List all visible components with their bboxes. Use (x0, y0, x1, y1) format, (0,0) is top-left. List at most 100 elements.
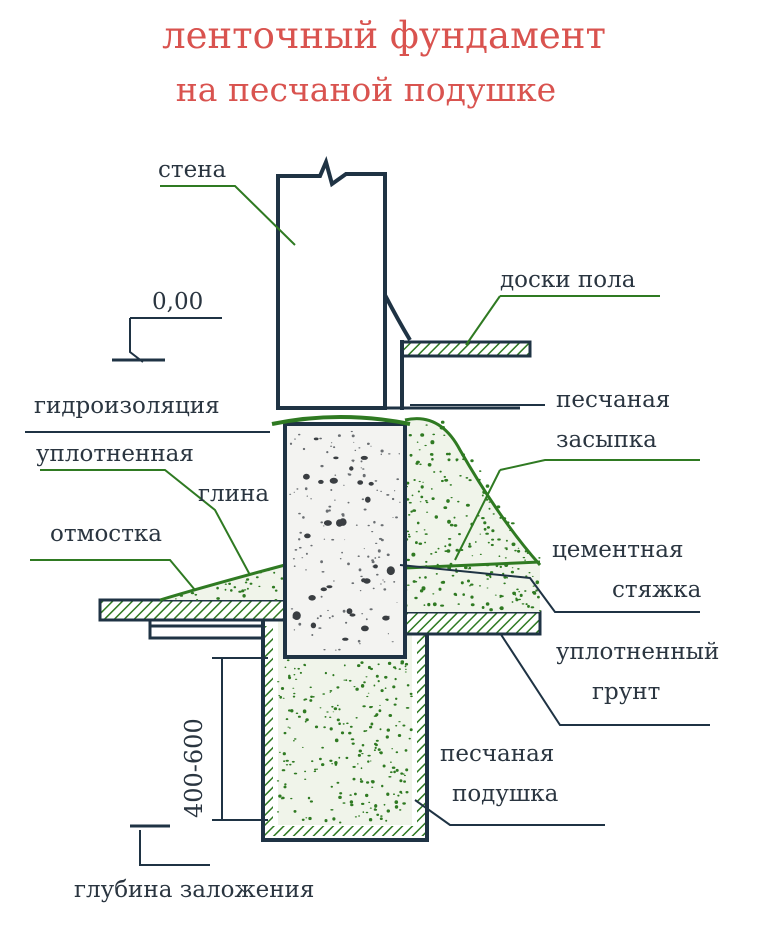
texture-speck (504, 547, 508, 549)
texture-speck (362, 468, 365, 470)
texture-speck (400, 772, 404, 775)
texture-speck (387, 661, 392, 666)
texture-speck (373, 749, 376, 752)
texture-speck (393, 703, 397, 706)
texture-speck (304, 770, 307, 773)
texture-speck (336, 704, 339, 707)
texture-speck (412, 580, 416, 583)
texture-speck (374, 480, 378, 482)
texture-speck (443, 506, 448, 510)
texture-speck (311, 634, 314, 636)
texture-speck (365, 618, 368, 621)
texture-speck (360, 455, 368, 460)
texture-speck (406, 481, 410, 485)
texture-speck (274, 589, 278, 592)
texture-speck (302, 516, 305, 519)
texture-speck (276, 811, 280, 813)
texture-speck (325, 509, 329, 513)
texture-speck (298, 433, 301, 436)
texture-speck (515, 597, 518, 600)
texture-speck (391, 641, 394, 643)
texture-speck (423, 529, 426, 531)
texture-speck (404, 749, 408, 752)
texture-speck (455, 548, 459, 552)
texture-speck (350, 738, 355, 741)
texture-speck (327, 609, 329, 612)
texture-speck (289, 727, 291, 729)
texture-speck (458, 533, 461, 536)
texture-speck (355, 524, 358, 526)
texture-speck (288, 674, 291, 678)
texture-speck (369, 725, 373, 729)
texture-speck (367, 692, 370, 694)
texture-speck (363, 508, 367, 511)
texture-speck (367, 555, 370, 558)
texture-speck (294, 678, 298, 680)
texture-speck (532, 585, 535, 587)
texture-speck (292, 695, 296, 698)
texture-speck (393, 793, 395, 795)
texture-speck (359, 590, 362, 592)
texture-speck (293, 692, 296, 695)
texture-speck (381, 784, 384, 788)
texture-speck (384, 675, 388, 679)
texture-speck (330, 489, 333, 491)
label-sand-cushion-line-1: песчаная (440, 741, 555, 767)
texture-speck (246, 578, 250, 581)
texture-speck (379, 751, 383, 755)
texture-speck (478, 478, 481, 481)
texture-speck (323, 649, 326, 651)
texture-speck (355, 687, 359, 691)
texture-speck (338, 722, 341, 725)
texture-speck (398, 453, 400, 455)
texture-speck (296, 488, 299, 490)
texture-speck (361, 613, 364, 615)
texture-speck (425, 501, 429, 504)
texture-speck (326, 585, 333, 589)
texture-speck (338, 648, 341, 651)
texture-speck (394, 667, 397, 670)
texture-speck (524, 550, 528, 553)
label-sand-backfill-line-1: песчаная (556, 387, 671, 413)
texture-speck (297, 667, 301, 670)
texture-speck (358, 643, 361, 645)
texture-speck (326, 451, 329, 454)
texture-speck (337, 434, 341, 437)
texture-speck (360, 467, 362, 469)
texture-speck (304, 664, 307, 667)
texture-speck (431, 454, 434, 456)
texture-speck (308, 595, 316, 601)
texture-speck (405, 668, 407, 670)
texture-speck (351, 459, 355, 462)
texture-speck (494, 594, 497, 596)
texture-speck (299, 531, 303, 534)
texture-speck (483, 527, 487, 531)
texture-speck (360, 661, 364, 664)
texture-speck (442, 426, 445, 429)
texture-speck (289, 763, 292, 766)
texture-speck (377, 556, 381, 558)
texture-speck (474, 541, 477, 543)
texture-speck (367, 443, 370, 445)
texture-speck (425, 560, 428, 563)
texture-speck (349, 794, 352, 796)
texture-speck (448, 543, 452, 547)
texture-speck (290, 608, 294, 610)
texture-speck (343, 679, 346, 681)
texture-speck (345, 621, 348, 624)
texture-speck (395, 724, 398, 727)
texture-speck (361, 744, 365, 747)
texture-speck (411, 494, 414, 497)
texture-speck (391, 766, 396, 769)
texture-speck (423, 604, 426, 606)
texture-speck (510, 522, 515, 525)
texture-speck (388, 714, 393, 717)
texture-speck (434, 422, 436, 424)
texture-speck (358, 568, 362, 572)
texture-speck (379, 728, 382, 731)
texture-speck (323, 520, 332, 526)
texture-speck (293, 565, 296, 567)
texture-speck (339, 558, 342, 560)
texture-speck (328, 617, 331, 619)
texture-speck (305, 552, 308, 555)
